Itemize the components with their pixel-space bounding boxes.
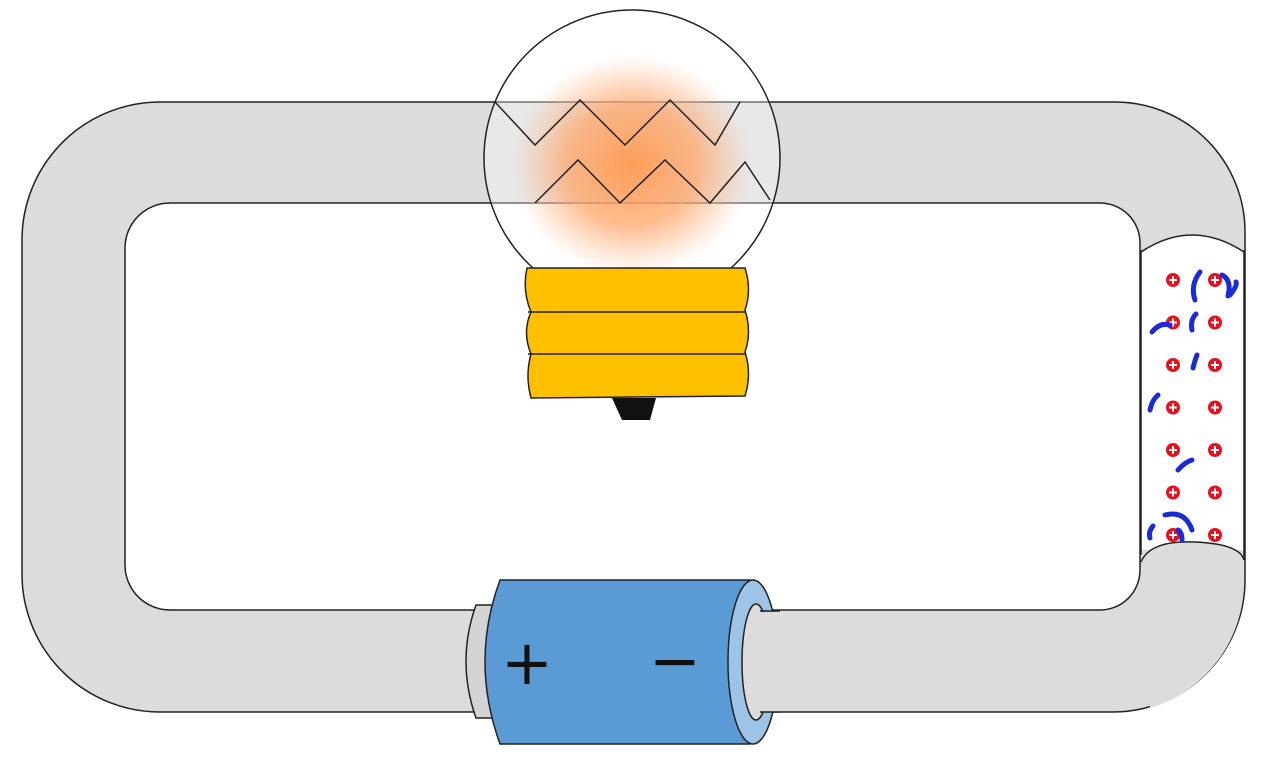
electrons — [1146, 269, 1239, 543]
wire-cutaway-section — [1140, 234, 1245, 708]
electron-arc-icon — [1162, 511, 1195, 533]
electron-arc-icon — [1190, 269, 1203, 303]
battery-negative-label: − — [649, 624, 701, 697]
electron-arc-icon — [1190, 352, 1200, 371]
cutaway-bottom-cap — [1141, 541, 1245, 708]
electron-arc-icon — [1149, 321, 1173, 335]
positive-ion-icon — [1208, 528, 1222, 542]
electron-arc-icon — [1175, 457, 1195, 473]
battery-positive-label: + — [501, 626, 553, 699]
positive-ion-icon — [1208, 485, 1222, 500]
positive-ion-icon — [1166, 443, 1180, 457]
positive-ion-icon — [1208, 443, 1222, 457]
positive-ion-icon — [1166, 485, 1180, 500]
positive-ion-icon — [1208, 400, 1222, 415]
bulb-base — [524, 267, 750, 399]
bulb-tip — [612, 398, 656, 420]
positive-ion-icon — [1208, 358, 1222, 372]
wire-into-battery — [760, 612, 780, 712]
electron-arc-icon — [1227, 279, 1239, 298]
positive-ion-icon — [1166, 400, 1180, 415]
bulb-glow — [512, 55, 752, 275]
positive-ion-icon — [1208, 273, 1222, 287]
electron-arc-icon — [1175, 527, 1185, 543]
positive-ion-icon — [1166, 358, 1180, 372]
positive-ion-icon — [1166, 273, 1180, 287]
electron-arc-icon — [1189, 311, 1199, 333]
bulb-filament — [494, 98, 771, 205]
electron-arc-icon — [1146, 523, 1156, 541]
positive-ions — [1166, 273, 1222, 542]
wire-loop — [21, 101, 1246, 713]
battery-icon: + − — [465, 579, 780, 745]
electron-arc-icon — [1147, 392, 1161, 413]
positive-ion-icon — [1208, 315, 1222, 330]
light-bulb-icon — [483, 9, 781, 420]
